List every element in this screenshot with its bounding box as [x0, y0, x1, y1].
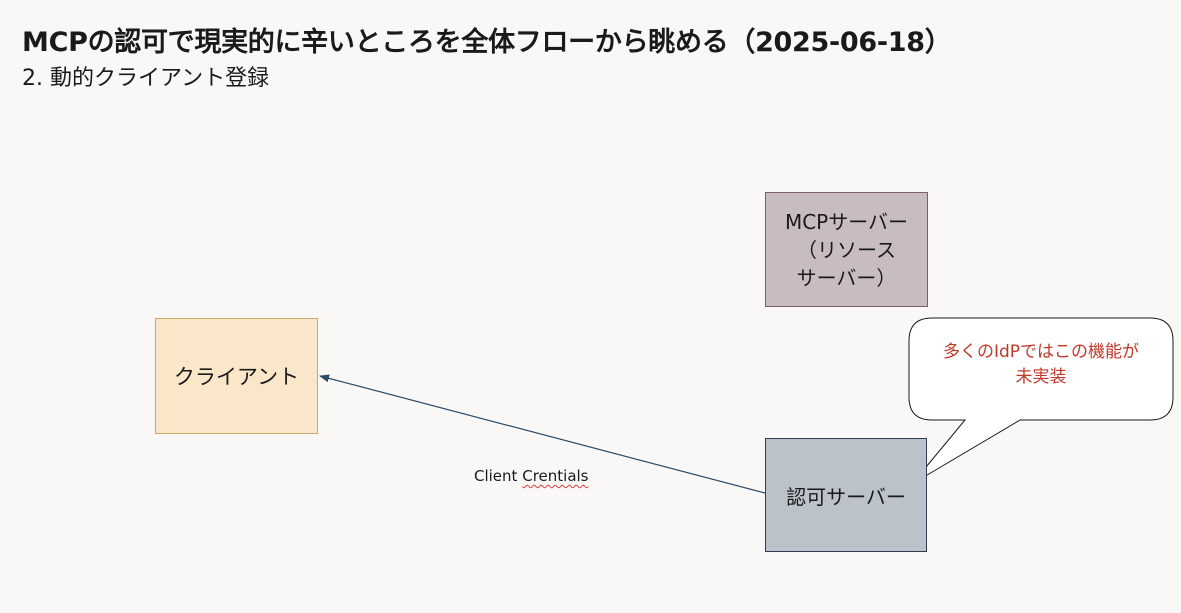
arrow-label-prefix: Client: [474, 467, 518, 485]
arrow-label-misspelled-word: Crentials: [522, 467, 589, 485]
mcp-server-node[interactable]: MCPサーバー （リソース サーバー）: [765, 192, 928, 307]
auth-server-node[interactable]: 認可サーバー: [765, 438, 927, 552]
client-credentials-arrow[interactable]: [319, 374, 766, 494]
client-node[interactable]: クライアント: [155, 318, 318, 434]
arrow-label: Client Crentials: [474, 467, 589, 485]
callout-bubble[interactable]: [908, 317, 1174, 485]
mcp-server-node-label: MCPサーバー （リソース サーバー）: [784, 209, 909, 290]
slide-subtitle: 2. 動的クライアント登録: [22, 66, 270, 91]
callout-text: 多くのIdPではこの機能が 未実装: [942, 342, 1140, 387]
slide-title: MCPの認可で現実的に辛いところを全体フローから眺める（2025-06-18）: [22, 27, 952, 58]
auth-server-node-label: 認可サーバー: [786, 484, 906, 509]
client-node-label: クライアント: [173, 365, 300, 389]
